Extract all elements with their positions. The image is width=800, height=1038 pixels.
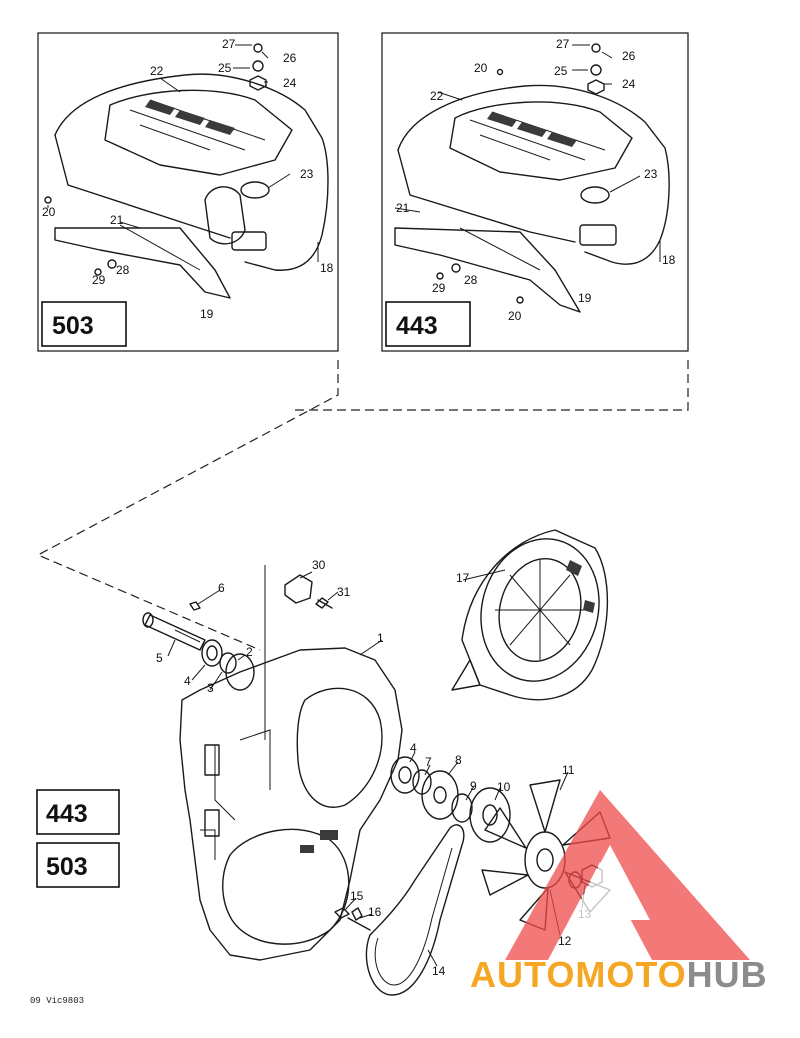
code-443-top: 443 [396,312,438,340]
watermark-logo [505,790,750,960]
connector-line [36,360,689,651]
callout-21: 21 [396,201,410,215]
callout-29: 29 [92,273,106,287]
callout-1: 1 [377,631,384,645]
callout-22: 22 [150,64,164,78]
callout-17: 17 [456,571,470,585]
callout-26: 26 [283,51,297,65]
code-503-main: 503 [46,853,88,881]
callout-23: 23 [644,167,658,181]
callout-16: 16 [368,905,382,919]
callout-20: 20 [42,205,56,219]
callout-28: 28 [464,273,478,287]
callout-7: 7 [425,755,432,769]
callout-20b: 20 [508,309,522,323]
callout-9: 9 [470,779,477,793]
panel-443-top: 443 27 26 20 25 24 22 23 21 18 29 28 19 … [381,32,689,352]
callout-20: 20 [474,61,488,75]
code-box-503-top [41,301,127,347]
callout-28: 28 [116,263,130,277]
callout-12: 12 [558,934,572,948]
callout-30: 30 [312,558,326,572]
callout-31: 31 [337,585,351,599]
callout-18: 18 [320,261,334,275]
callout-19: 19 [200,307,214,321]
callout-25: 25 [218,61,232,75]
callout-24: 24 [622,77,636,91]
callout-14: 14 [432,964,446,978]
callout-26: 26 [622,49,636,63]
callout-25: 25 [554,64,568,78]
callout-27: 27 [556,37,570,51]
callout-10: 10 [497,780,511,794]
panel-503-top: 503 27 26 25 24 22 23 20 21 29 28 18 19 [37,32,339,352]
callout-29: 29 [432,281,446,295]
code-443-main: 443 [46,800,88,828]
watermark-text: AUTOMOTOHUB [470,954,768,995]
callout-19: 19 [578,291,592,305]
callout-4: 4 [184,674,191,688]
callout-18: 18 [662,253,676,267]
callout-15: 15 [350,889,364,903]
callout-21: 21 [110,213,124,227]
callout-2: 2 [246,645,253,659]
drawing-reference: 09 Vic9803 [30,996,84,1006]
code-box-443-main [36,789,120,835]
callout-22: 22 [430,89,444,103]
callout-4b: 4 [410,741,417,755]
code-box-443-top [385,301,471,347]
code-box-503-main [36,842,120,888]
callout-27: 27 [222,37,236,51]
callout-5: 5 [156,651,163,665]
code-503-top: 503 [52,312,94,340]
callout-11: 11 [562,763,575,777]
callout-23: 23 [300,167,314,181]
callout-3: 3 [207,681,214,695]
callout-24: 24 [283,76,297,90]
callout-8: 8 [455,753,462,767]
callout-6: 6 [218,581,225,595]
